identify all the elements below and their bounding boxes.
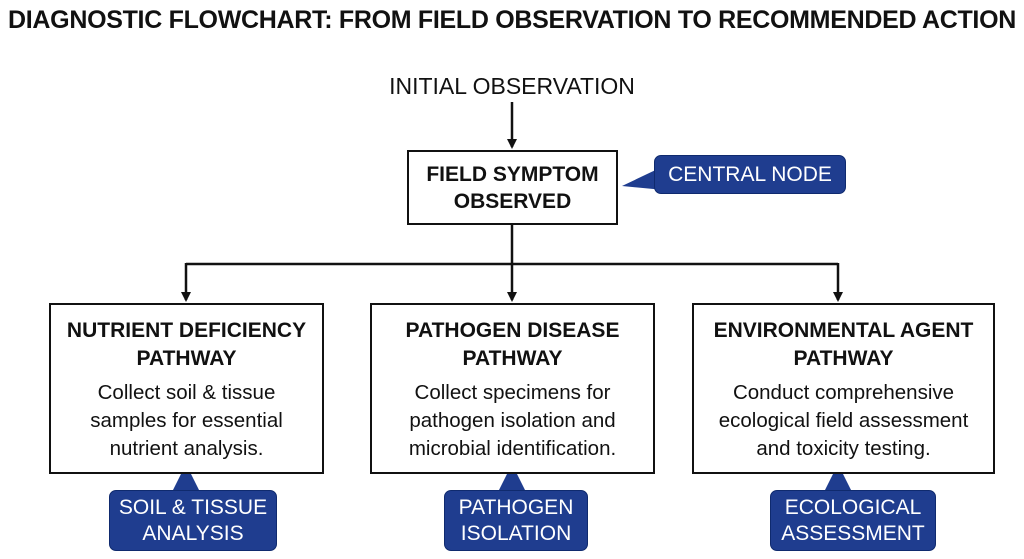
central-node-title-line2: OBSERVED bbox=[453, 189, 572, 213]
pathogen-pathway-desc-line3: microbial identification. bbox=[408, 437, 617, 460]
pathogen-pathway-box: PATHOGEN DISEASE PATHWAY Collect specime… bbox=[370, 303, 655, 474]
environmental-pathway-title-line1: ENVIRONMENTAL AGENT bbox=[713, 319, 974, 342]
nutrient-callout-line2: ANALYSIS bbox=[142, 522, 244, 545]
ecological-assessment-callout: ECOLOGICAL ASSESSMENT bbox=[770, 490, 936, 551]
nutrient-callout-line1: SOIL & TISSUE bbox=[118, 496, 268, 519]
pathogen-pathway-title-line2: PATHWAY bbox=[462, 347, 563, 370]
nutrient-pathway-box: NUTRIENT DEFICIENCY PATHWAY Collect soil… bbox=[49, 303, 324, 474]
environmental-callout-line2: ASSESSMENT bbox=[781, 522, 925, 545]
environmental-pathway-desc-line3: and toxicity testing. bbox=[756, 437, 931, 460]
nutrient-callout-pointer bbox=[172, 464, 200, 492]
pathogen-isolation-callout: PATHOGEN ISOLATION bbox=[444, 490, 588, 551]
nutrient-pathway-title-line1: NUTRIENT DEFICIENCY bbox=[66, 319, 307, 342]
nutrient-pathway-title-line2: PATHWAY bbox=[136, 347, 237, 370]
soil-tissue-analysis-callout: SOIL & TISSUE ANALYSIS bbox=[109, 490, 277, 551]
pathogen-pathway-title-line1: PATHOGEN DISEASE bbox=[405, 319, 620, 342]
environmental-callout-pointer bbox=[824, 464, 852, 492]
nutrient-pathway-desc-line3: nutrient analysis. bbox=[109, 437, 264, 460]
pathogen-callout-line2: ISOLATION bbox=[460, 522, 572, 545]
environmental-callout-line1: ECOLOGICAL bbox=[784, 496, 922, 519]
nutrient-pathway-desc-line1: Collect soil & tissue bbox=[97, 381, 276, 404]
environmental-pathway-desc-line2: ecological field assessment bbox=[718, 409, 969, 432]
central-node-callout: CENTRAL NODE bbox=[654, 155, 846, 194]
pathogen-pathway-desc-line1: Collect specimens for bbox=[414, 381, 611, 404]
nutrient-pathway-desc-line2: samples for essential bbox=[90, 409, 283, 432]
page-title: DIAGNOSTIC FLOWCHART: FROM FIELD OBSERVA… bbox=[8, 6, 1016, 34]
environmental-pathway-title-line2: PATHWAY bbox=[793, 347, 894, 370]
environmental-pathway-desc-line1: Conduct comprehensive bbox=[732, 381, 955, 404]
pathogen-callout-pointer bbox=[498, 464, 526, 492]
pathogen-callout-line1: PATHOGEN bbox=[458, 496, 574, 519]
central-node-title-line1: FIELD SYMPTOM bbox=[426, 162, 599, 186]
initial-observation-label: INITIAL OBSERVATION bbox=[389, 73, 635, 99]
environmental-pathway-box: ENVIRONMENTAL AGENT PATHWAY Conduct comp… bbox=[692, 303, 995, 474]
pathogen-pathway-desc-line2: pathogen isolation and bbox=[409, 409, 616, 432]
central-node-box: FIELD SYMPTOM OBSERVED bbox=[407, 150, 618, 225]
central-callout-pointer bbox=[622, 166, 664, 190]
